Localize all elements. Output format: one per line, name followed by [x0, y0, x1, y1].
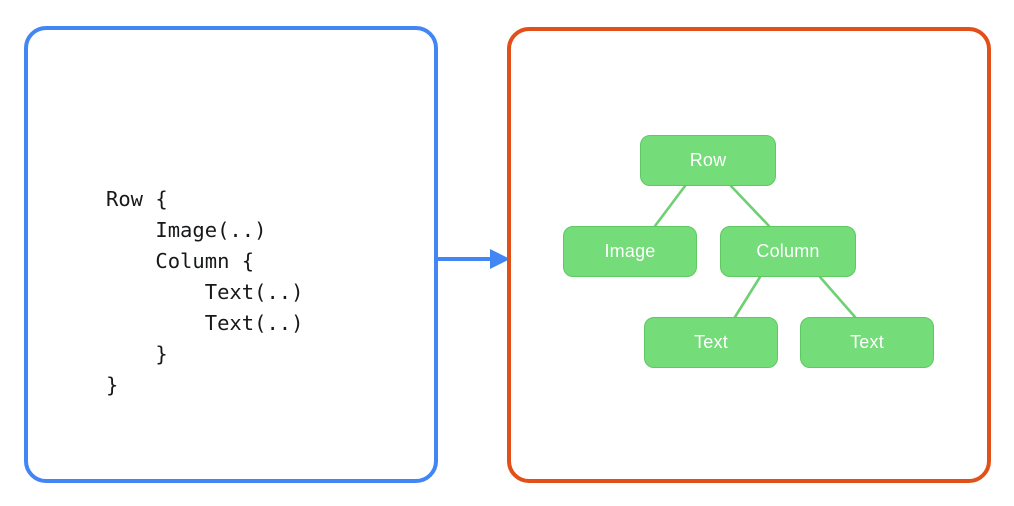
tree-node-text-1[interactable]: Text	[644, 317, 778, 368]
code-snippet: Row { Image(..) Column { Text(..) Text(.…	[106, 187, 304, 397]
tree-node-image[interactable]: Image	[563, 226, 697, 277]
tree-node-image-label: Image	[604, 241, 656, 261]
tree-node-text-2[interactable]: Text	[800, 317, 934, 368]
tree-node-row-label: Row	[689, 150, 727, 170]
tree-node-column-label: Column	[756, 241, 820, 261]
tree-node-text-2-label: Text	[850, 332, 884, 352]
edge-row-column	[729, 184, 771, 228]
tree-edges	[653, 184, 857, 319]
edge-column-text2	[818, 275, 857, 319]
tree-node-text-1-label: Text	[694, 332, 728, 352]
edge-row-image	[653, 184, 687, 228]
code-panel: Row { Image(..) Column { Text(..) Text(.…	[24, 26, 438, 483]
tree-node-column[interactable]: Column	[720, 226, 856, 277]
flow-arrow-icon	[437, 249, 510, 269]
ui-tree: Row Image Column Text Text	[507, 27, 991, 483]
tree-node-row[interactable]: Row	[640, 135, 776, 186]
edge-column-text1	[733, 275, 762, 319]
